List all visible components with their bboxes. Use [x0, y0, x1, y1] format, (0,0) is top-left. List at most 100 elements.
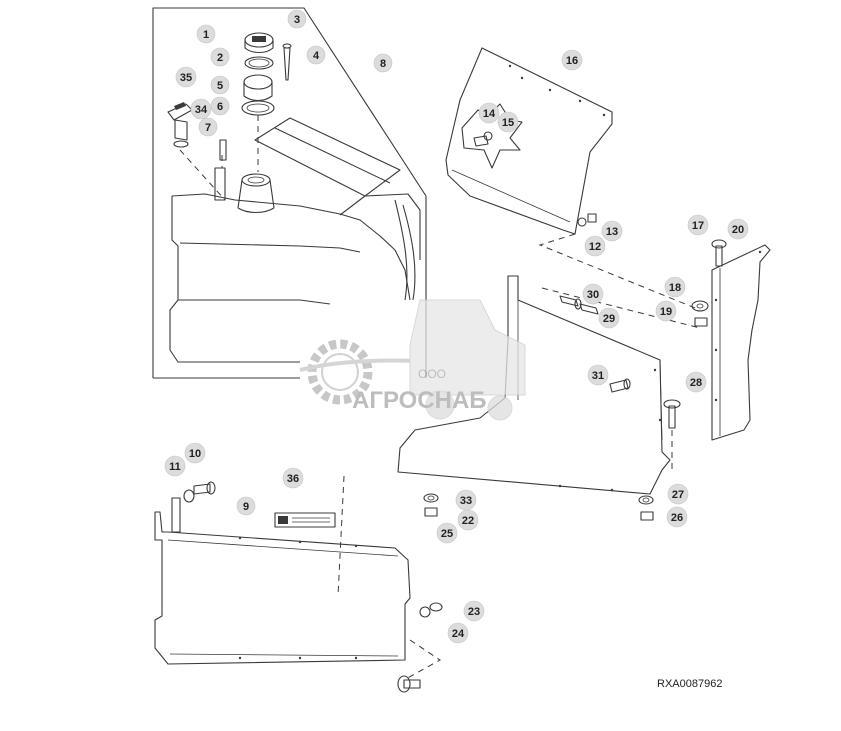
callout-17: 17	[687, 214, 709, 236]
callout-33: 33	[455, 489, 477, 511]
callout-30: 30	[582, 283, 604, 305]
callout-label: 17	[692, 220, 704, 232]
callout-bubble	[210, 96, 230, 116]
callout-bubble	[478, 102, 500, 124]
callout-23: 23	[463, 600, 485, 622]
callout-label: 9	[243, 501, 249, 513]
watermark: ООО АГРОСНАБ	[299, 299, 526, 421]
callout-12: 12	[584, 235, 606, 257]
callout-label: 1	[203, 29, 209, 41]
callout-bubble	[373, 53, 393, 73]
callout-label: 16	[566, 55, 578, 67]
callout-18: 18	[664, 276, 686, 298]
callout-label: 11	[169, 461, 181, 473]
callout-label: 34	[195, 104, 208, 116]
callout-label: 25	[441, 528, 453, 540]
callout-label: 18	[669, 282, 681, 294]
callout-label: 2	[217, 52, 223, 64]
callout-bubble	[687, 214, 709, 236]
callout-bubble	[282, 467, 304, 489]
callout-bubble	[457, 509, 479, 531]
callout-19: 19	[655, 300, 677, 322]
callout-label: 12	[589, 241, 601, 253]
upper-cover-panel	[445, 47, 701, 311]
callout-bubble	[210, 47, 230, 67]
drawing-code: RXA0087962	[657, 678, 723, 690]
callout-bubble	[655, 300, 677, 322]
callout-35: 35	[175, 66, 197, 88]
callout-label: 6	[217, 101, 223, 113]
callout-label: 19	[660, 306, 672, 318]
callout-9: 9	[236, 496, 256, 516]
callout-label: 28	[690, 377, 702, 389]
callout-bubble	[666, 506, 688, 528]
callout-bubble	[198, 117, 218, 137]
callout-bubble	[463, 600, 485, 622]
watermark-company-name: АГРОСНАБ	[352, 387, 487, 414]
callout-bubble	[306, 45, 326, 65]
callout-25: 25	[436, 522, 458, 544]
callout-bubble	[561, 49, 583, 71]
callout-label: 13	[606, 226, 618, 238]
callout-22: 22	[457, 509, 479, 531]
callout-bubble	[236, 496, 256, 516]
callout-label: 22	[462, 515, 474, 527]
callout-bubble	[667, 483, 689, 505]
callout-label: 33	[460, 495, 472, 507]
callout-bubble	[582, 283, 604, 305]
callout-label: 26	[671, 512, 683, 524]
callout-bubble	[436, 522, 458, 544]
side-bracket	[691, 239, 771, 441]
callout-bubble	[584, 235, 606, 257]
callout-15: 15	[497, 111, 519, 133]
lower-side-panel	[154, 475, 443, 693]
callout-label: 10	[189, 448, 201, 460]
callout-label: 4	[313, 50, 320, 62]
callout-26: 26	[666, 506, 688, 528]
callout-3: 3	[287, 9, 307, 29]
callout-6: 6	[210, 96, 230, 116]
callout-14: 14	[478, 102, 500, 124]
watermark-prefix: ООО	[418, 367, 446, 381]
callout-bubble	[601, 220, 623, 242]
callout-8: 8	[373, 53, 393, 73]
callout-label: 23	[468, 606, 480, 618]
callout-1: 1	[196, 24, 216, 44]
callout-bubble	[685, 371, 707, 393]
callout-2: 2	[210, 47, 230, 67]
callout-label: 24	[452, 628, 465, 640]
callout-bubble	[210, 75, 230, 95]
callout-4: 4	[306, 45, 326, 65]
callout-10: 10	[184, 442, 206, 464]
callout-label: 7	[205, 122, 211, 134]
callout-7: 7	[198, 117, 218, 137]
callout-bubble	[196, 24, 216, 44]
callout-36: 36	[282, 467, 304, 489]
callout-11: 11	[164, 455, 186, 477]
callout-16: 16	[561, 49, 583, 71]
callout-20: 20	[727, 218, 749, 240]
callout-bubble	[587, 364, 609, 386]
callout-label: 5	[217, 80, 223, 92]
callout-24: 24	[447, 622, 469, 644]
callout-label: 30	[587, 289, 599, 301]
callout-label: 14	[483, 108, 496, 120]
callout-31: 31	[587, 364, 609, 386]
callout-bubble	[447, 622, 469, 644]
callout-bubble	[598, 307, 620, 329]
callout-label: 35	[180, 72, 192, 84]
callout-27: 27	[667, 483, 689, 505]
callout-label: 15	[502, 117, 514, 129]
callout-bubble	[287, 9, 307, 29]
callout-29: 29	[598, 307, 620, 329]
callout-label: 3	[294, 14, 300, 26]
callout-13: 13	[601, 220, 623, 242]
callout-label: 8	[380, 58, 386, 70]
callout-5: 5	[210, 75, 230, 95]
callout-bubble	[664, 276, 686, 298]
callout-label: 29	[603, 313, 615, 325]
callout-label: 20	[732, 224, 744, 236]
fuel-tank-inset	[152, 7, 427, 379]
